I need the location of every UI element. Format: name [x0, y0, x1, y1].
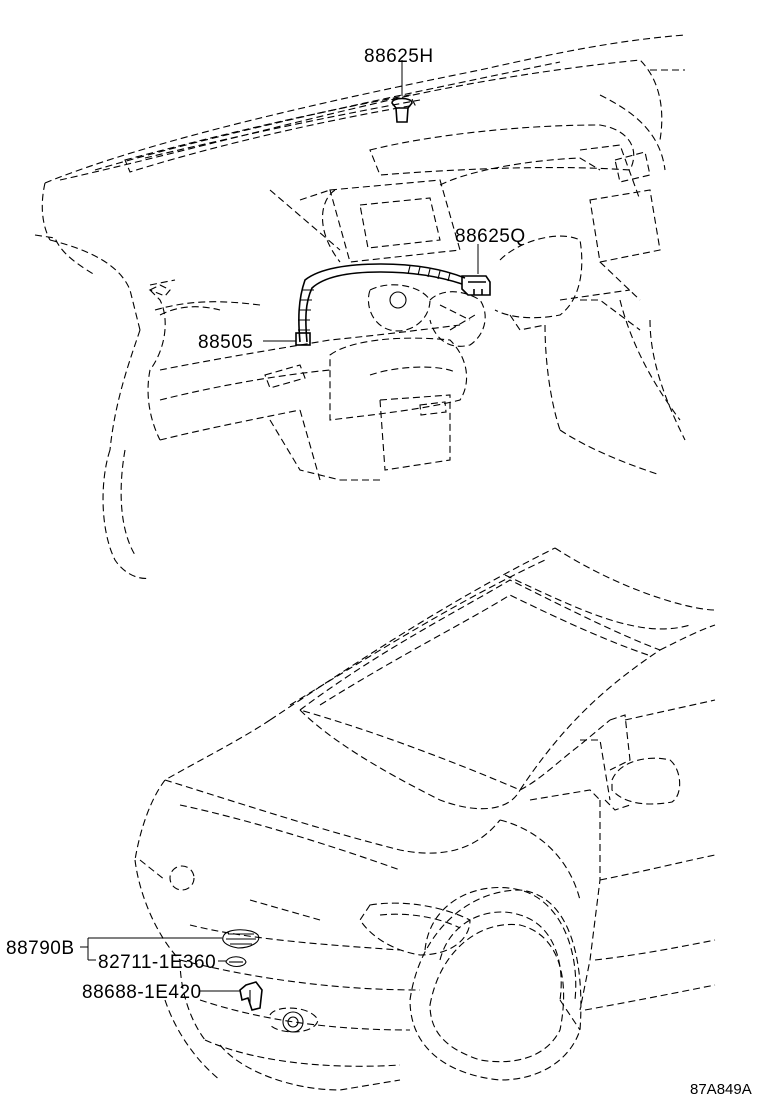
vehicle-front-drawing: [134, 547, 716, 1091]
part-label-88790B: 88790B: [6, 938, 75, 959]
part-label-88688-1E420: 88688-1E420: [82, 982, 202, 1003]
sensor-part: [461, 244, 491, 296]
part-label-82711-1E360: 82711-1E360: [98, 952, 216, 973]
part-label-88505: 88505: [198, 332, 253, 353]
instrument-panel-drawing: [34, 34, 686, 579]
drawing-code: 87A849A: [690, 1081, 752, 1098]
clip-part: [391, 60, 413, 123]
grille-emblem-part: [80, 929, 263, 1011]
part-label-88625H: 88625H: [364, 46, 434, 67]
part-label-88625Q: 88625Q: [455, 226, 526, 247]
hose-part: [263, 263, 466, 346]
